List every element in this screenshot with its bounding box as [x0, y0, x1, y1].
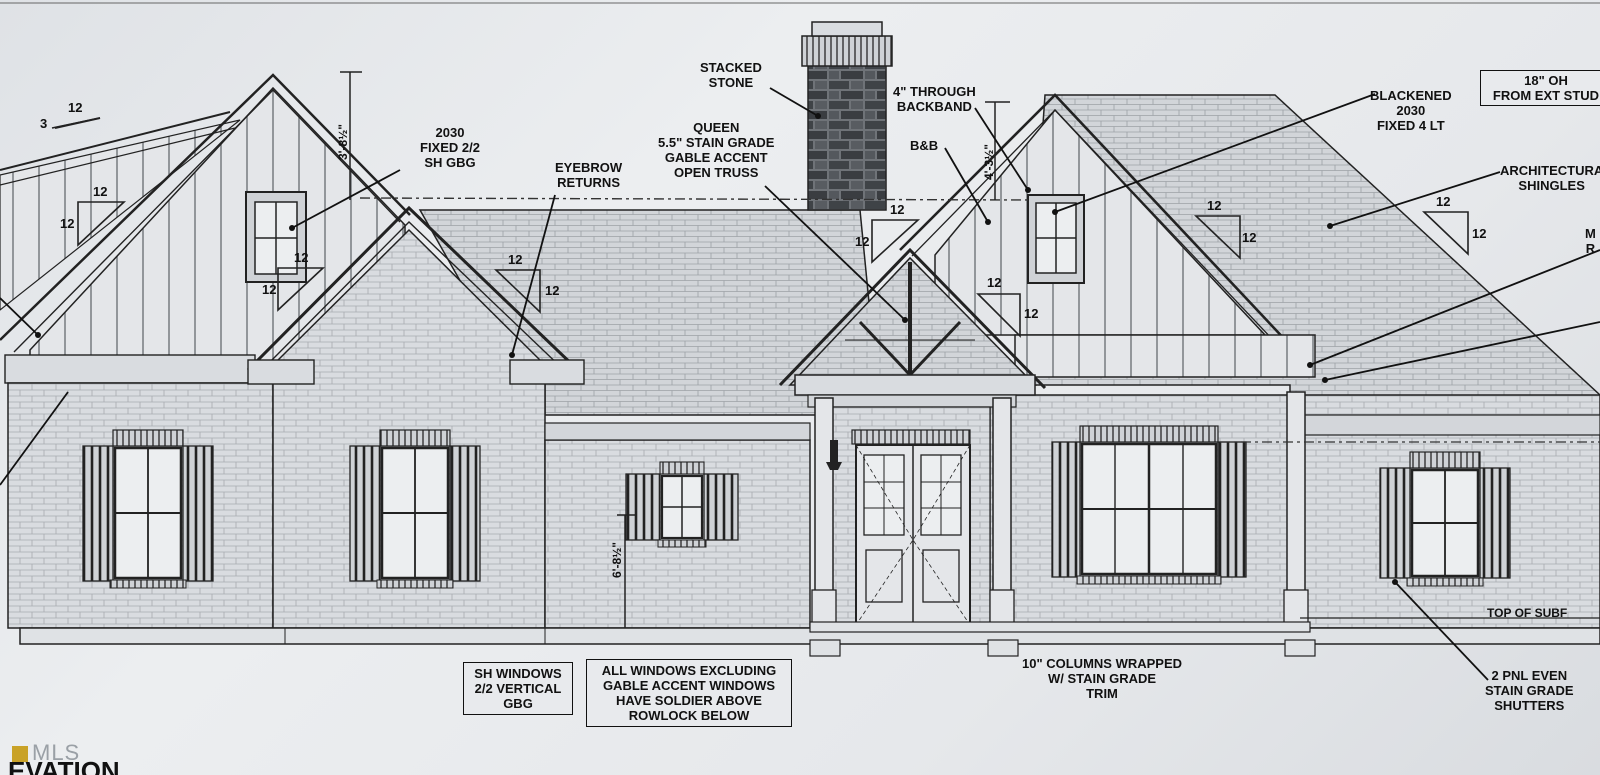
callout-backband: 4" THROUGH BACKBAND: [893, 84, 976, 114]
dimension-right-gable: 4'-3½": [982, 144, 996, 180]
callout-line: QUEEN: [693, 120, 740, 135]
callout-line: 2030: [1396, 103, 1426, 118]
callout-line: M: [1585, 226, 1596, 241]
callout-line: OPEN TRUSS: [673, 165, 759, 180]
callout-queen-truss: QUEEN 5.5" STAIN GRADE GABLE ACCENT OPEN…: [658, 120, 774, 180]
callout-stacked-stone: STACKED STONE: [700, 60, 762, 90]
callout-line: SHUTTERS: [1494, 698, 1565, 713]
callout-line: SHINGLES: [1518, 178, 1585, 193]
note-line: ROWLOCK BELOW: [628, 708, 750, 723]
callout-window-2030: 2030 FIXED 2/2 SH GBG: [420, 125, 480, 170]
window-right-double: [1051, 425, 1247, 585]
callout-line: 4" THROUGH: [893, 84, 976, 99]
pitch-rise: 12: [60, 216, 75, 231]
gable-window-2030-left: [245, 191, 307, 283]
leader-arrowheads: [35, 113, 1398, 585]
callout-line: STONE: [708, 75, 754, 90]
plate-line: [359, 197, 1031, 201]
window-left-2: [349, 429, 481, 589]
window-right-1: [1379, 451, 1511, 587]
callout-line: FIXED 2/2: [420, 140, 480, 155]
dimension-gable-upper: 3'-8½": [336, 124, 350, 160]
callout-line: 2030: [435, 125, 465, 140]
mls-logo-icon: [12, 746, 28, 763]
note-line: 18" OH: [1524, 73, 1568, 88]
callout-line: W/ STAIN GRADE: [1047, 671, 1157, 686]
foundation: [19, 617, 1600, 657]
note-line: GBG: [503, 696, 533, 711]
callout-line: EYEBROW: [555, 160, 623, 175]
note-line: ALL WINDOWS EXCLUDING: [601, 663, 777, 678]
sheet-title-partial: EVATION: [8, 756, 120, 775]
callout-line: 5.5" STAIN GRADE: [658, 135, 775, 150]
pitch-run: 12: [93, 184, 108, 199]
pitch-rise: 12: [855, 234, 870, 249]
callout-line: 2 PNL EVEN: [1491, 668, 1568, 683]
note-sh-windows: SH WINDOWS 2/2 VERTICAL GBG: [463, 662, 573, 715]
note-line: 2/2 VERTICAL: [474, 681, 562, 696]
callout-line: BACKBAND: [896, 99, 972, 114]
pitch-rise: 12: [545, 283, 560, 298]
pitch-run: 12: [508, 252, 523, 267]
pitch-rise: 12: [1472, 226, 1487, 241]
pitch-rise: 3: [40, 116, 48, 131]
left-gable: [0, 73, 411, 384]
callout-line: R: [1585, 241, 1596, 256]
pitch-rise: 12: [1242, 230, 1257, 245]
callout-shutters: 2 PNL EVEN STAIN GRADE SHUTTERS: [1485, 668, 1574, 713]
watermark-text: MLS: [32, 740, 81, 765]
pitch-run: 12: [68, 100, 83, 115]
porch-gable-queen-truss: [778, 247, 1047, 408]
note-line: FROM EXT STUD: [1492, 88, 1600, 103]
stacked-stone-chimney: [801, 21, 893, 211]
porch-lantern: [826, 440, 842, 470]
leader-lines: [0, 87, 1600, 681]
callout-line: STACKED: [700, 60, 762, 75]
callout-line: BLACKENED: [1370, 88, 1452, 103]
pitch-run: 12: [890, 202, 905, 217]
window-left-1: [82, 429, 214, 589]
note-all-windows: ALL WINDOWS EXCLUDING GABLE ACCENT WINDO…: [586, 659, 792, 727]
callout-metal-roof-partial: M R: [1585, 226, 1596, 256]
callout-line: FIXED 4 LT: [1376, 118, 1445, 133]
callout-line: GABLE ACCENT: [664, 150, 768, 165]
callout-line: SH GBG: [424, 155, 476, 170]
pitch-triangles: [51, 117, 1469, 338]
callout-line: 10" COLUMNS WRAPPED: [1022, 656, 1183, 671]
callout-eyebrow-returns: EYEBROW RETURNS: [555, 160, 622, 190]
pitch-rise: 12: [262, 282, 277, 297]
pitch-run: 12: [1207, 198, 1222, 213]
callout-line: ARCHITECTURA: [1500, 163, 1600, 178]
callout-line: TRIM: [1086, 686, 1118, 701]
callout-line: RETURNS: [557, 175, 620, 190]
callout-line: STAIN GRADE: [1485, 683, 1574, 698]
pitch-run: 12: [1436, 194, 1451, 209]
right-frieze: [1289, 414, 1600, 436]
note-overhang: 18" OH FROM EXT STUD: [1480, 70, 1600, 106]
pitch-run: 12: [987, 275, 1002, 290]
window-middle-small: [625, 461, 739, 548]
callout-architectural-shingles: ARCHITECTURA SHINGLES: [1500, 163, 1600, 193]
dimension-lines: [340, 71, 1010, 628]
mls-watermark: MLS: [12, 740, 80, 766]
callout-bb: B&B: [910, 138, 939, 153]
note-line: GABLE ACCENT WINDOWS: [602, 678, 776, 693]
callout-columns: 10" COLUMNS WRAPPED W/ STAIN GRADE TRIM: [1022, 656, 1182, 701]
note-line: SH WINDOWS: [474, 666, 562, 681]
front-double-door: [851, 429, 971, 626]
callout-blackened-2030: BLACKENED 2030 FIXED 4 LT: [1370, 88, 1452, 133]
note-line: HAVE SOLDIER ABOVE: [616, 693, 762, 708]
gable-window-blackened-right: [1027, 194, 1085, 284]
pitch-rise: 12: [1024, 306, 1039, 321]
callout-top-of-subfloor: TOP OF SUBF: [1487, 606, 1568, 620]
pitch-run: 12: [294, 250, 309, 265]
dimension-window-height: 6'-8½": [610, 542, 624, 578]
middle-frieze: [544, 422, 811, 441]
